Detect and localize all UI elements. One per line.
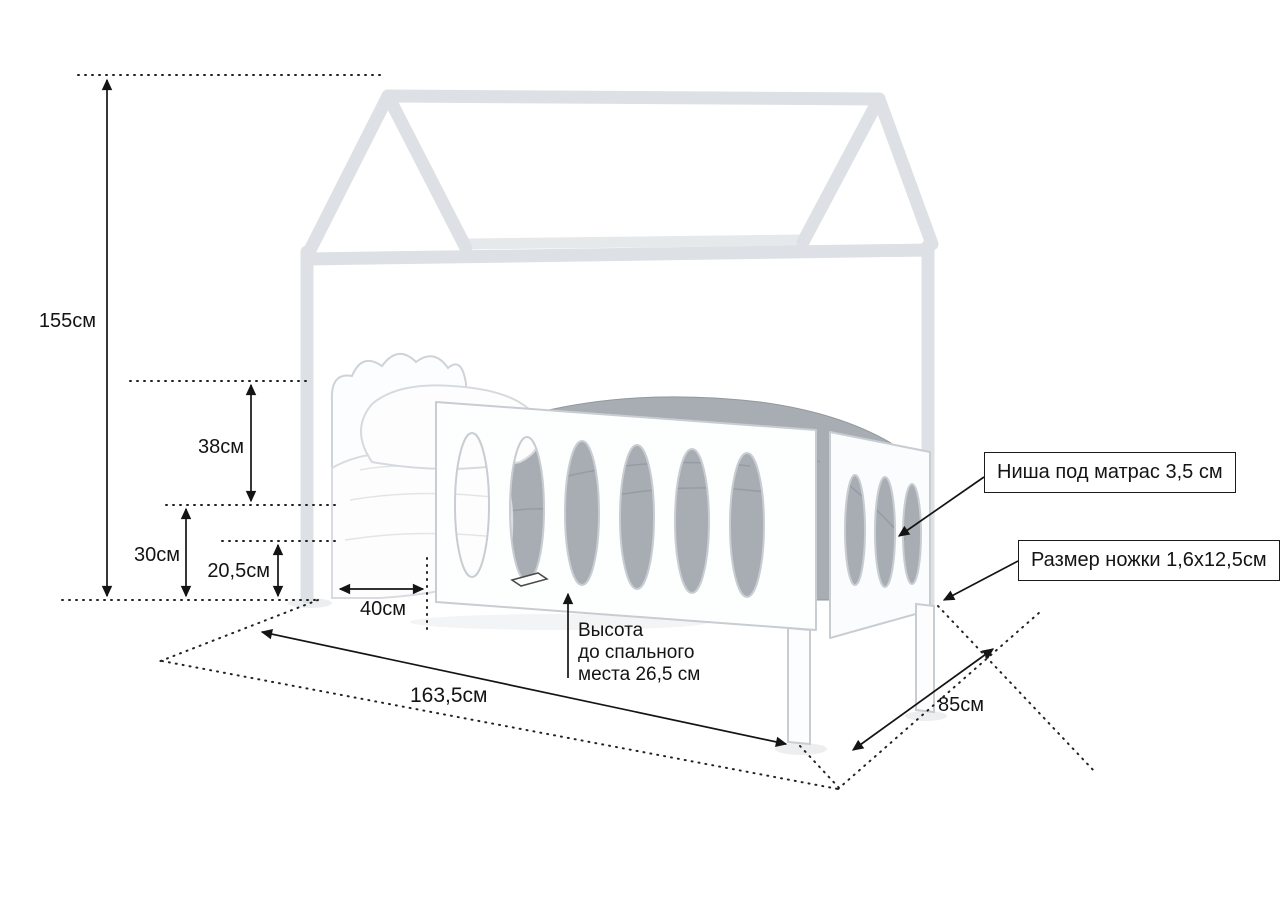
sleep-height-note-line3: места 26,5 см xyxy=(578,664,701,685)
sleep-height-note-line2: до спального xyxy=(578,642,695,663)
guide-floor-front-edge xyxy=(161,660,839,790)
front-safety-rail xyxy=(435,401,817,631)
front-right-leg xyxy=(787,626,811,746)
bed-house-frame xyxy=(300,89,939,611)
label-rail-bottom-gap: 20,5см xyxy=(207,560,270,582)
right-gable-left-slope xyxy=(796,92,886,249)
label-total-height: 155см xyxy=(38,310,96,332)
left-gable-right-slope xyxy=(381,89,473,255)
callout-leg-arrow xyxy=(942,560,1019,601)
sleep-height-note: Высота до спального места 26,5 см xyxy=(578,620,700,686)
dim-85-arrow xyxy=(851,648,995,751)
dimension-arrows xyxy=(101,78,995,751)
callout-mattress-niche: Ниша под матрас 3,5 см xyxy=(984,452,1236,493)
callout-arrows xyxy=(897,476,1019,601)
front-top-plate xyxy=(300,243,935,266)
guide-front-leg-drop xyxy=(799,745,842,791)
sleep-height-note-line1: Высота xyxy=(578,620,644,641)
ridge-beam xyxy=(381,89,886,106)
right-gable-right-slope xyxy=(872,92,939,251)
label-length: 163,5см xyxy=(410,684,488,707)
back-right-leg xyxy=(915,602,935,714)
dim-1635-arrow xyxy=(260,628,788,748)
label-headboard-inset: 40см xyxy=(360,598,406,620)
bed-illustration xyxy=(288,89,947,755)
callout-mattress-arrow xyxy=(897,476,985,537)
back-top-plate xyxy=(460,234,809,250)
label-width: 85см xyxy=(938,694,984,716)
label-rail-height: 38см xyxy=(198,436,244,458)
sleep-level-marker xyxy=(510,572,549,587)
label-side-height: 30см xyxy=(134,544,180,566)
left-gable-left-slope xyxy=(300,89,395,263)
callout-leg-size: Размер ножки 1,6x12,5см xyxy=(1018,540,1280,581)
guide-floor-left xyxy=(157,599,319,663)
